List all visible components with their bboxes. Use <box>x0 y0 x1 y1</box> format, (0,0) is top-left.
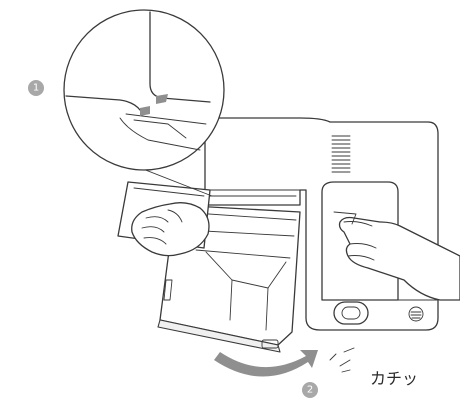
detail-magnifier <box>64 10 224 196</box>
step-1-badge: 1 <box>28 80 44 96</box>
step-1-number: 1 <box>33 83 39 94</box>
rotation-arrow <box>214 350 318 377</box>
step-2-number: 2 <box>307 385 313 396</box>
click-sound-text: カチッ <box>370 369 418 388</box>
step-2-badge: 2 <box>302 382 318 398</box>
click-sound-marks <box>330 348 354 372</box>
